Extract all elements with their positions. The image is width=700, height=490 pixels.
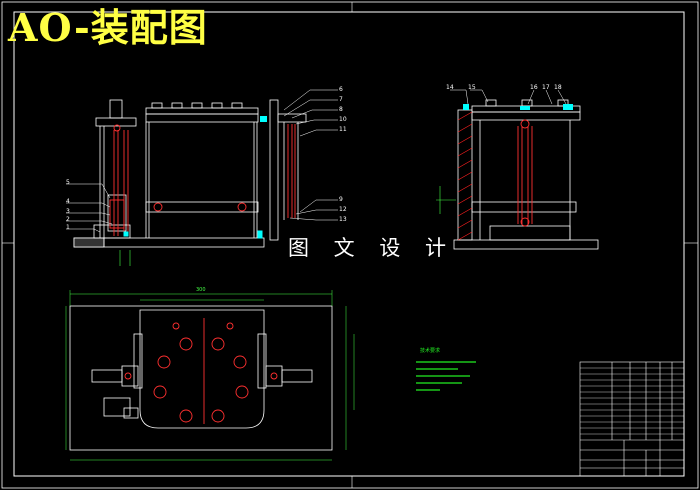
balloon-7: 7: [339, 96, 343, 103]
side-view-red: [517, 119, 533, 227]
balloon-11: 11: [339, 126, 347, 133]
balloon-15: 15: [468, 84, 476, 91]
front-view: [73, 99, 265, 248]
balloon-2: 2: [66, 216, 70, 223]
plan-view-red: [124, 318, 278, 424]
balloon-14: 14: [446, 84, 454, 91]
notes-heading-g: 技术要求: [420, 347, 440, 354]
balloon-13: 13: [339, 216, 347, 223]
side-view-cyan: [463, 104, 573, 110]
drawing-title: AO-装配图: [8, 5, 208, 50]
balloons-front-right: 6 7 8 10 11 9 12 13: [339, 86, 347, 223]
front-view-cyan-parts: [123, 230, 263, 239]
balloon-10: 10: [339, 116, 347, 123]
side-view-hatch: [457, 111, 473, 241]
balloon-1: 1: [66, 224, 70, 231]
inner-frame: [13, 11, 685, 477]
plan-view: [69, 305, 333, 451]
front-leaders: [66, 89, 338, 233]
side-view: [453, 99, 599, 250]
side-leaders: [450, 89, 567, 105]
side-view-green-dim: [119, 186, 456, 266]
balloon-12: 12: [339, 206, 347, 213]
balloon-17: 17: [542, 84, 550, 91]
balloon-5: 5: [66, 179, 70, 186]
balloons-side-top: 14 15 16 17 18: [446, 84, 562, 91]
balloon-3: 3: [66, 208, 70, 215]
technical-notes-heading: 技术要求: [420, 347, 440, 354]
title-block: [579, 361, 685, 477]
watermark-text: 图 文 设 计: [288, 236, 456, 260]
plan-view-dim: [65, 290, 355, 461]
balloon-6: 6: [339, 86, 343, 93]
plan-dimension-text: 300: [196, 287, 206, 293]
balloon-16: 16: [530, 84, 538, 91]
balloons-front-left: 5 4 3 2 1: [66, 179, 70, 231]
technical-notes-lines: [416, 361, 476, 391]
balloon-18: 18: [554, 84, 562, 91]
overall-width-dim: 300: [196, 287, 206, 293]
front-section-view: [269, 99, 307, 241]
front-section-cyan: [260, 116, 267, 122]
balloon-9: 9: [339, 196, 343, 203]
balloon-4: 4: [66, 198, 70, 205]
title-block-rows: [580, 367, 684, 435]
balloon-8: 8: [339, 106, 343, 113]
front-section-red: [287, 124, 296, 218]
front-view-red-parts: [109, 124, 247, 236]
